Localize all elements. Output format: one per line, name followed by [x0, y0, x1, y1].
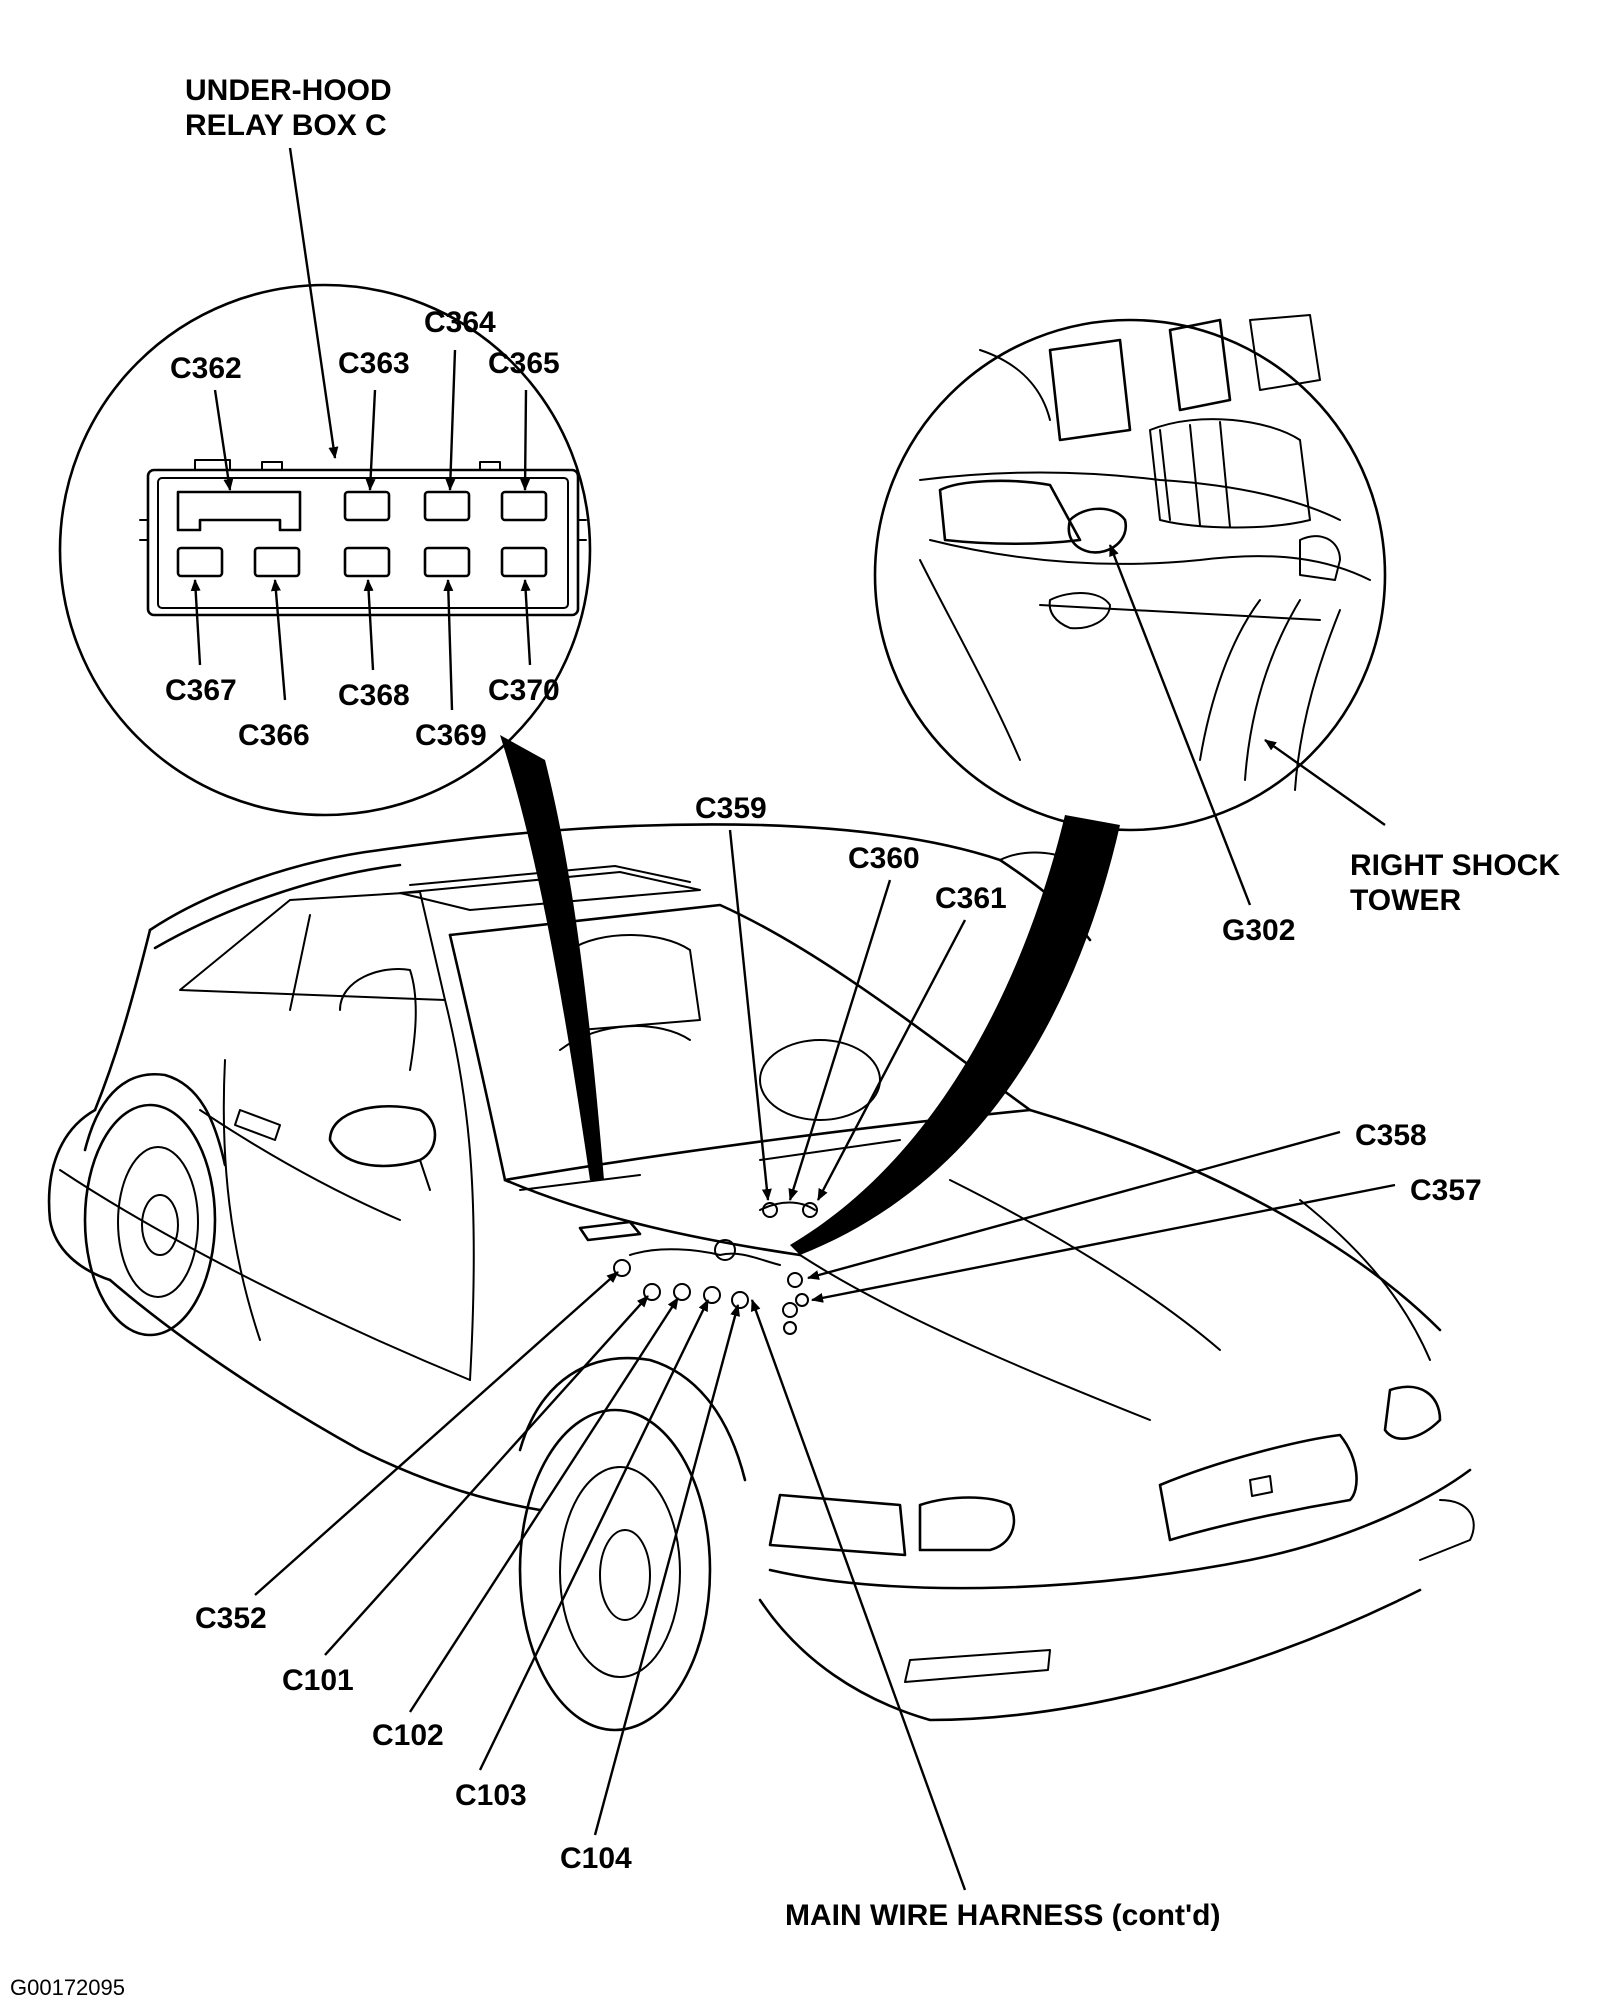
label-c362: C362: [170, 352, 242, 385]
label-c363: C363: [338, 347, 410, 380]
label-c360: C360: [848, 842, 920, 875]
label-c102: C102: [372, 1719, 444, 1752]
socket-c367: [176, 546, 224, 578]
label-c104: C104: [560, 1842, 632, 1875]
relay-box-callout: [58, 147, 604, 1180]
socket-c368: [343, 546, 391, 578]
connector-cluster: [613, 1201, 818, 1335]
shock-tower-line1: RIGHT SHOCK: [1350, 849, 1560, 882]
label-c367: C367: [165, 674, 237, 707]
label-c369: C369: [415, 719, 487, 752]
label-c103: C103: [455, 1779, 527, 1812]
label-g302: G302: [1222, 914, 1295, 947]
socket-c366: [253, 546, 301, 578]
socket-c362: [176, 490, 302, 532]
title-line1: UNDER-HOOD: [185, 74, 392, 107]
label-c368: C368: [338, 679, 410, 712]
socket-c370: [500, 546, 548, 578]
label-c364: C364: [424, 306, 496, 339]
relay-box-drawing: [139, 459, 587, 617]
label-c359: C359: [695, 792, 767, 825]
label-c366: C366: [238, 719, 310, 752]
socket-c364: [423, 490, 471, 522]
label-c361: C361: [935, 882, 1007, 915]
label-c365: C365: [488, 347, 560, 380]
label-c357: C357: [1410, 1174, 1482, 1207]
socket-c365: [500, 490, 548, 522]
socket-c369: [423, 546, 471, 578]
shock-tower-callout: [790, 314, 1387, 1255]
socket-c363: [343, 490, 391, 522]
label-c101: C101: [282, 1664, 354, 1697]
figure-id: G00172095: [10, 1975, 125, 2000]
shock-tower-line2: TOWER: [1350, 884, 1461, 917]
title-line2: RELAY BOX C: [185, 109, 387, 142]
label-c352: C352: [195, 1602, 267, 1635]
shock-tower-sketch: [919, 314, 1371, 791]
label-c358: C358: [1355, 1119, 1427, 1152]
car-illustration: [47, 823, 1475, 1732]
harness-label: MAIN WIRE HARNESS (cont'd): [785, 1899, 1220, 1932]
label-c370: C370: [488, 674, 560, 707]
